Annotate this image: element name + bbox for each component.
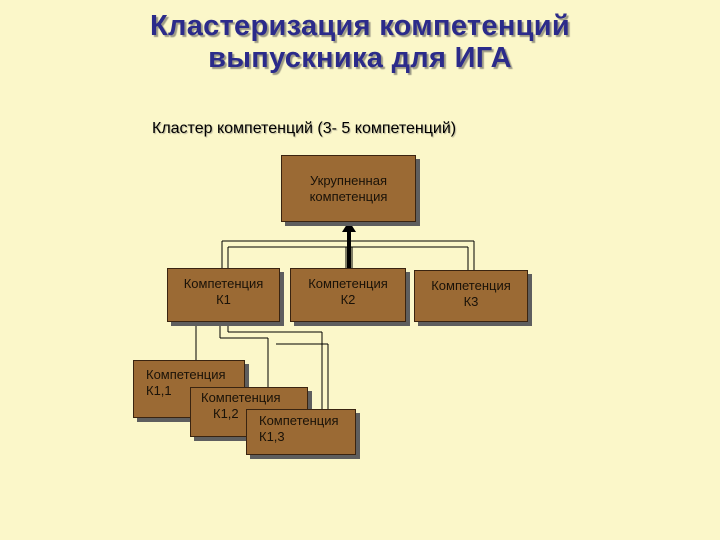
slide-subtitle: Кластер компетенций (3- 5 компетенций) — [152, 120, 457, 137]
title-line-1: Кластеризация компетенций — [149, 10, 571, 42]
node-k3: Компетенция К3 — [414, 270, 528, 322]
node-k1-1-line-1: Компетенция — [146, 367, 226, 382]
title-line-2: выпускника для ИГА — [208, 42, 512, 74]
node-top-line-1: Укрупненная — [309, 172, 388, 188]
node-k3-line-2: К3 — [463, 294, 479, 309]
node-k1-3-line-2: К1,3 — [259, 429, 285, 444]
node-k1-line-2: К1 — [216, 292, 231, 307]
node-k1-2-line-2: К1,2 — [213, 406, 239, 421]
node-k2: Компетенция К2 — [290, 268, 406, 322]
node-top-line-2: компетенция — [309, 188, 388, 204]
node-k2-line-2: К2 — [340, 292, 356, 307]
node-k1-3: Компетенция К1,3 — [246, 409, 356, 455]
arrow-head — [342, 221, 356, 232]
node-top: Укрупненная компетенция — [281, 155, 416, 222]
slide-title: Кластеризация компетенций выпускника для… — [0, 10, 720, 74]
node-k1: Компетенция К1 — [167, 268, 280, 322]
node-k1-2-line-1: Компетенция — [201, 390, 281, 405]
node-k1-line-1: Компетенция — [183, 276, 264, 291]
node-k1-1-line-2: К1,1 — [146, 383, 172, 398]
node-k1-3-line-1: Компетенция — [259, 413, 339, 428]
node-k3-line-1: Компетенция — [431, 278, 511, 293]
node-k2-line-1: Компетенция — [308, 276, 388, 291]
